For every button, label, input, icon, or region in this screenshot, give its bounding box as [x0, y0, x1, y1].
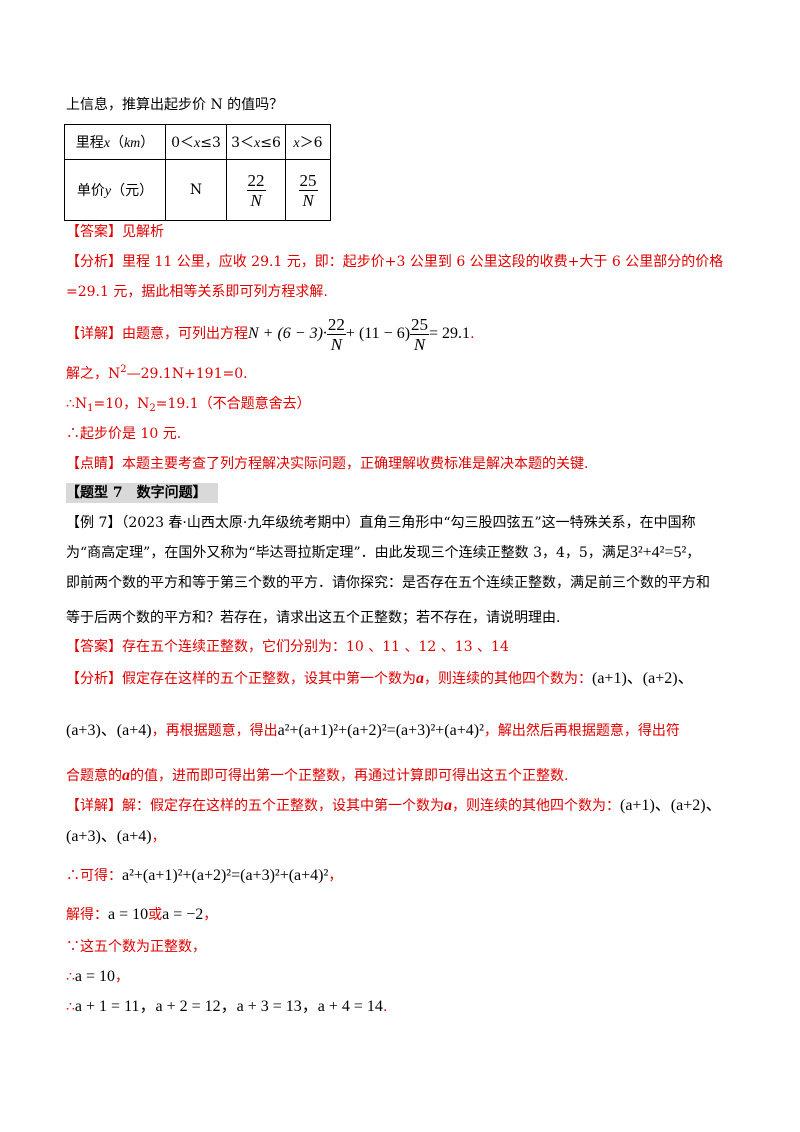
roots-1: ∴N1=10，N2=19.1（不合题意舍去）: [66, 396, 311, 414]
analysis-1-line2: =29.1 元，据此相等关系即可列方程求解.: [66, 284, 328, 300]
example-7-line4: 等于后两个数的平方和？若存在，请求出这五个正整数；若不存在，请说明理由.: [66, 610, 561, 626]
table-row: 里程x（km） 0＜x≤3 3＜x≤6 x＞6: [64, 124, 331, 160]
table-header-range1: 0＜x≤3: [165, 124, 227, 160]
intro-line: 上信息，推算出起步价 N 的值吗？: [66, 97, 284, 113]
detail-2-line2: (a+3)、(a+4)，: [66, 828, 166, 845]
table-cell-price-label: 单价y（元）: [64, 159, 166, 221]
analysis-1-line1: 【分析】里程 11 公里，应收 29.1 元，即：起步价+3 公里到 6 公里这…: [66, 254, 724, 270]
detail-2-line5: ∵这五个数为正整数，: [66, 939, 206, 955]
conclusion-1: ∴起步价是 10 元.: [66, 426, 182, 442]
detail-2-line6: ∴a = 10，: [66, 968, 130, 985]
section-heading: 【题型 7 数字问题】: [66, 485, 207, 501]
section-heading-background: [66, 483, 218, 503]
example-7-line1: 【例 7】（2023 春·山西太原·九年级统考期中）直角三角形中“勾三股四弦五”…: [66, 515, 696, 531]
comment-1: 【点睛】本题主要考查了列方程解决实际问题，正确理解收费标准是解决本题的关键.: [66, 456, 589, 472]
analysis-2-line2: (a+3)、(a+4)，再根据题意，得出a²+(a+1)²+(a+2)²=(a+…: [66, 722, 680, 739]
answer-1: 【答案】见解析: [66, 224, 164, 240]
detail-2-line1: 【详解】解：假定存在这样的五个正整数，设其中第一个数为a，则连续的其他四个数为：…: [66, 797, 722, 814]
example-7-line3: 即前两个数的平方和等于第三个数的平方．请你探究：是否存在五个连续正整数，满足前三…: [66, 575, 710, 591]
table-header-distance: 里程x（km）: [64, 124, 166, 160]
answer-2: 【答案】存在五个连续正整数，它们分别为：10 、11 、12 、13 、14: [66, 639, 509, 655]
detail-2-line7: ∴a + 1 = 11，a + 2 = 12，a + 3 = 13，a + 4 …: [66, 998, 388, 1015]
table-cell-n: N: [165, 159, 227, 221]
detail-2-line4: 解得：a = 10或a = −2，: [66, 906, 218, 923]
table-header-range2: 3＜x≤6: [226, 124, 286, 160]
table-header-range3: x＞6: [285, 124, 331, 160]
analysis-2-line1: 【分析】假定存在这样的五个正整数，设其中第一个数为a，则连续的其他四个数为：(a…: [66, 670, 694, 687]
example-7-line2: 为“商高定理”，在国外又称为“毕达哥拉斯定理”．由此发现三个连续正整数 3，4，…: [66, 544, 701, 561]
analysis-2-line3: 合题意的a的值，进而即可得出第一个正整数，再通过计算即可得出这五个正整数.: [66, 767, 569, 784]
solve-1: 解之，N2—29.1N+191=0.: [66, 364, 248, 383]
detail-2-line3: ∴可得：a²+(a+1)²+(a+2)²=(a+3)²+(a+4)²，: [66, 867, 343, 884]
